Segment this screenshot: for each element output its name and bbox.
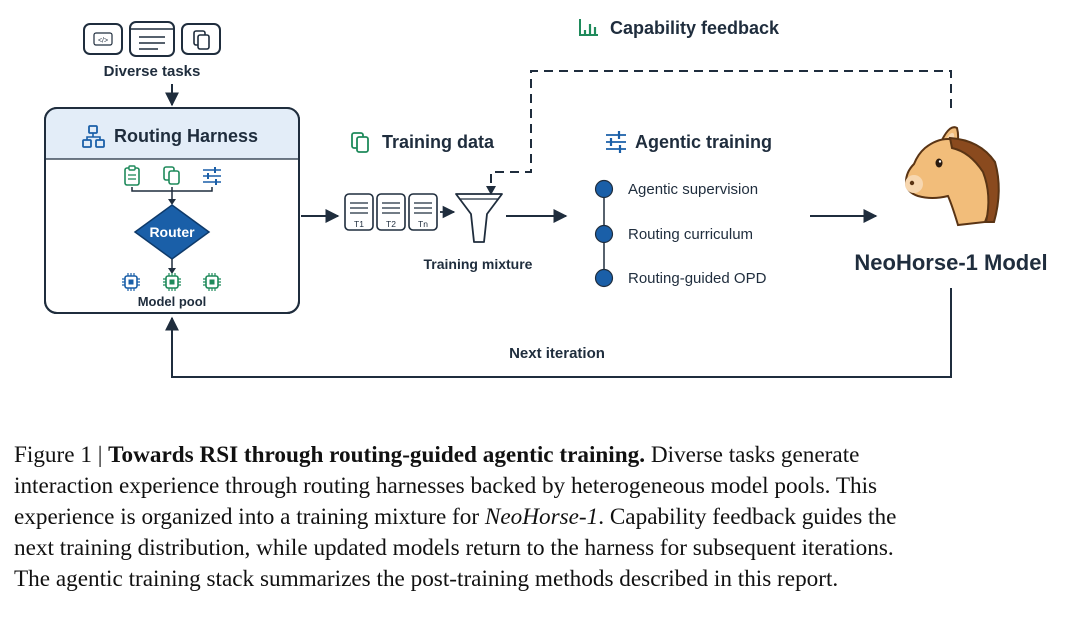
training-mixture-label: Training mixture: [424, 256, 533, 272]
chip-icon-1: [122, 273, 140, 291]
caption-text: . Capability feedback guides the: [598, 504, 897, 530]
agentic-training-title: Agentic training: [635, 132, 772, 152]
chip-icon-3: [203, 273, 221, 291]
task-card-label: T2: [386, 219, 396, 229]
copy-icon-small: [163, 166, 180, 185]
task-card-t1: T1: [344, 193, 374, 231]
diverse-tasks-label: Diverse tasks: [104, 63, 201, 80]
sliders-icon: [203, 167, 221, 185]
chip-icon-2: [163, 273, 181, 291]
caption-line-4: next training distribution, while update…: [14, 535, 894, 561]
router-label: Router: [149, 224, 195, 240]
caption-model-name: NeoHorse-1: [484, 504, 599, 530]
clipboard-icon: [124, 165, 140, 186]
caption-line-2: interaction experience through routing h…: [14, 473, 878, 499]
caption-text: Diverse tasks generate: [645, 442, 860, 468]
bar-chart-icon: [579, 19, 598, 36]
figure-caption: Figure 1 | Towards RSI through routing-g…: [14, 440, 1070, 595]
task-card-t2: T2: [376, 193, 406, 231]
code-icon: </>: [83, 23, 123, 55]
horse-logo: [904, 126, 1000, 227]
caption-text: experience is organized into a training …: [14, 504, 485, 530]
caption-title: Towards RSI through routing-guided agent…: [108, 442, 646, 468]
rsi-diagram: </> Diverse tasks Routing Harness: [44, 18, 1048, 378]
routing-harness-title: Routing Harness: [114, 126, 258, 146]
stack-item-agentic-supervision: Agentic supervision: [628, 181, 758, 198]
caption-line-3: experience is organized into a training …: [14, 502, 1070, 533]
document-lines-icon: [129, 21, 175, 57]
task-card-label: Tn: [418, 219, 428, 229]
funnel-icon: [455, 193, 503, 243]
model-name-label: NeoHorse-1 Model: [854, 250, 1047, 275]
training-data-icon: [351, 132, 369, 153]
stack-item-routing-guided-opd: Routing-guided OPD: [628, 270, 767, 287]
model-pool-label: Model pool: [138, 294, 207, 309]
code-icon-text: </>: [98, 38, 108, 45]
caption-line-5: The agentic training stack summarizes th…: [14, 566, 839, 592]
task-card-tn: Tn: [408, 193, 438, 231]
hierarchy-icon: [82, 125, 105, 148]
training-data-title: Training data: [382, 132, 495, 152]
stack-item-routing-curriculum: Routing curriculum: [628, 226, 753, 243]
task-card-label: T1: [354, 219, 364, 229]
capability-feedback-label: Capability feedback: [610, 18, 780, 38]
figure-label: Figure 1 |: [14, 442, 109, 468]
capability-feedback-path: [490, 70, 952, 192]
stack-dot: [594, 268, 614, 288]
caption-line-1: Figure 1 | Towards RSI through routing-g…: [14, 440, 1070, 471]
next-iteration-label: Next iteration: [509, 345, 605, 362]
next-iteration-path: [165, 288, 952, 378]
copy-icon: [181, 23, 221, 55]
stack-dot: [594, 179, 614, 199]
agentic-sliders-icon: [606, 131, 626, 153]
stack-dot: [594, 224, 614, 244]
